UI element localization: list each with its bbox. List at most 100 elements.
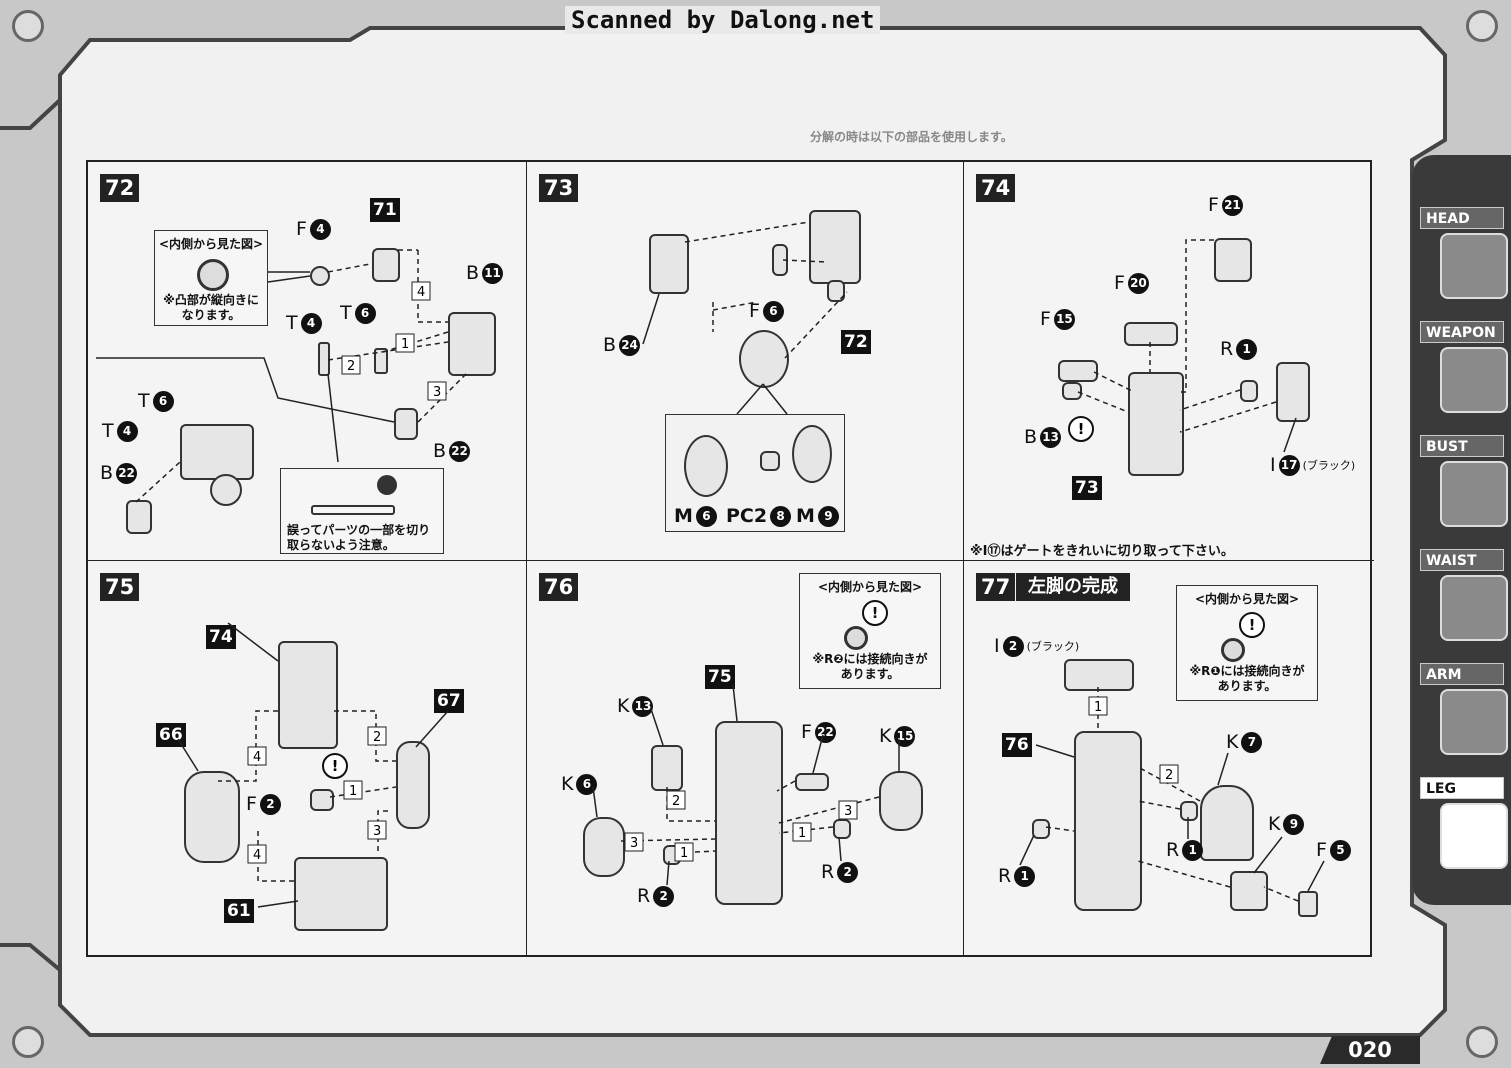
polycap-icon (1221, 638, 1245, 662)
leg-assembly (278, 641, 338, 749)
step-arrow-2: 2 (672, 794, 680, 809)
disc-part (210, 474, 242, 506)
sidebar-tab-head[interactable]: HEAD (1420, 207, 1508, 317)
label-number: 2 (653, 885, 675, 907)
label-letter: K (1226, 731, 1239, 753)
section-sidebar: HEAD WEAPON BUST WAIST ARM LEG (1412, 155, 1511, 905)
label-letter: B (100, 462, 114, 484)
scan-title: Scanned by Dalong.net (565, 6, 881, 34)
label-letter: R (637, 885, 651, 907)
bust-icon (1440, 461, 1508, 527)
step-ref-74: 74 (206, 625, 236, 649)
knee-assembly (809, 210, 861, 284)
label-number: 6 (152, 390, 174, 412)
label-letter: R (998, 865, 1012, 887)
label-letter: T (138, 390, 150, 412)
sidebar-tab-waist[interactable]: WAIST (1420, 549, 1508, 659)
hook-part (126, 500, 152, 534)
inset-inside-view: <内側から見た図> ! ※R❶には接続向きが あります。 (1176, 585, 1318, 701)
bolt-icon (1466, 10, 1498, 42)
step-ref-75: 75 (705, 665, 735, 689)
step-arrow-3: 3 (630, 836, 638, 851)
step-arrow-3: 3 (433, 385, 441, 400)
foot-part (294, 857, 388, 931)
ankle-armor-part (583, 817, 625, 877)
armor-part (1276, 362, 1310, 422)
label-number: 13 (632, 695, 654, 717)
label-number: 1 (1014, 865, 1036, 887)
assembly-lines (1077, 239, 1297, 453)
label-number: 2 (1002, 635, 1024, 657)
label-letter: M (796, 505, 815, 527)
step-arrow-2: 2 (373, 730, 381, 745)
thigh-part (448, 312, 496, 376)
gate-note: ※I⑰はゲートをきれいに切り取って下さい。 (970, 544, 1234, 559)
head-icon (1440, 233, 1508, 299)
sidebar-tab-weapon[interactable]: WEAPON (1420, 321, 1508, 431)
label-number: 4 (300, 312, 322, 334)
assembly-lines (642, 221, 848, 415)
tab-label: ARM (1420, 663, 1504, 685)
label-number: 13 (1040, 426, 1062, 448)
label-letter: F (749, 300, 760, 322)
inset-inside-view: <内側から見た図> ! ※R❷には接続向きが あります。 (799, 573, 941, 689)
spike-part (1298, 891, 1318, 917)
label-letter: F (1316, 839, 1327, 861)
label-letter: F (246, 793, 257, 815)
ankle-joint-part (184, 771, 240, 863)
label-number: 7 (1241, 731, 1263, 753)
label-letter: F (801, 721, 812, 743)
pin-part (318, 342, 330, 376)
sidebar-tab-arm[interactable]: ARM (1420, 663, 1508, 773)
tab-label: LEG (1420, 777, 1504, 799)
label-number: 2 (259, 793, 281, 815)
label-letter: T (102, 420, 114, 442)
inset-note: ※R❷には接続向きが あります。 (812, 652, 928, 681)
label-letter: T (340, 302, 352, 324)
inset-note: ※R❶には接続向きが あります。 (1189, 664, 1305, 693)
label-letter: K (1268, 813, 1281, 835)
small-part (1062, 382, 1082, 400)
weapon-icon (1440, 347, 1508, 413)
label-number: 5 (1329, 839, 1351, 861)
wheel-part (739, 330, 789, 388)
label-letter: R (1220, 338, 1234, 360)
sidebar-tab-leg[interactable]: LEG (1420, 777, 1508, 887)
step-number: 74 (976, 174, 1016, 202)
wheel-cap-part (792, 425, 832, 483)
tab-label: WEAPON (1420, 321, 1504, 343)
step-ref-61: 61 (224, 899, 254, 923)
step-number: 76 (539, 573, 579, 601)
label-letter: B (433, 440, 447, 462)
label-number: 22 (814, 721, 836, 743)
waist-icon (1440, 575, 1508, 641)
label-number: 9 (817, 505, 839, 527)
step-number: 77 (976, 573, 1016, 601)
step-ref-67: 67 (434, 689, 464, 713)
hook-part (394, 408, 418, 440)
sidebar-tab-bust[interactable]: BUST (1420, 435, 1508, 545)
top-note: 分解の時は以下の部品を使用します。 (810, 130, 1013, 144)
label-number: 1 (1236, 338, 1258, 360)
step-arrow-1: 1 (798, 826, 806, 841)
leg-icon (1440, 803, 1508, 869)
label-letter: F (1040, 308, 1051, 330)
label-letter: B (466, 262, 480, 284)
